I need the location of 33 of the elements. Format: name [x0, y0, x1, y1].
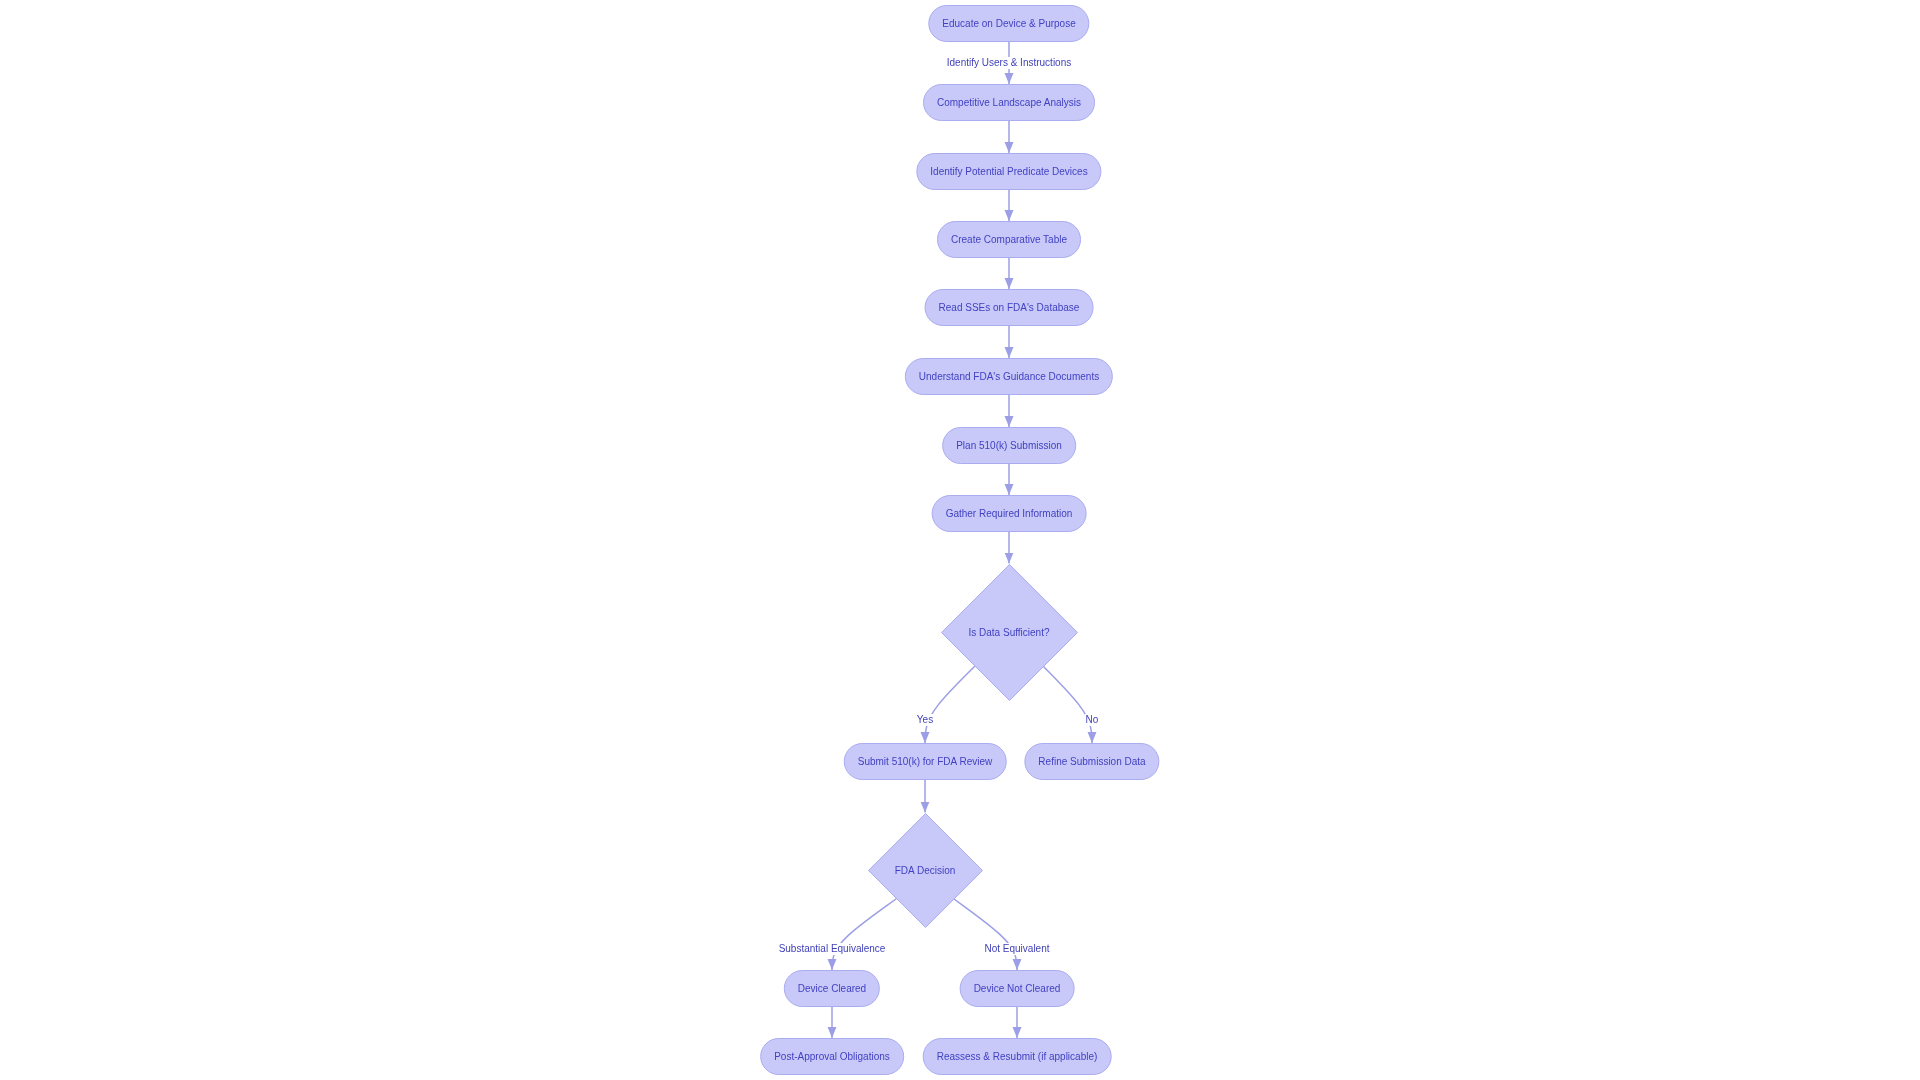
process-box: Read SSEs on FDA's Database	[924, 289, 1094, 326]
edge-label: Not Equivalent	[983, 942, 1051, 955]
process-box: Create Comparative Table	[937, 221, 1081, 258]
process-box: Gather Required Information	[931, 495, 1087, 532]
process-box: Post-Approval Obligations	[760, 1038, 904, 1075]
process-box: Plan 510(k) Submission	[942, 427, 1076, 464]
arrow	[1004, 463, 1014, 496]
process-box: Refine Submission Data	[1024, 743, 1160, 780]
edge-label: No	[1084, 713, 1100, 726]
decision-diamond: Is Data Sufficient?	[940, 563, 1078, 701]
process-box: Understand FDA's Guidance Documents	[904, 358, 1114, 395]
arrow	[920, 665, 976, 744]
edge-label: Substantial Equivalence	[777, 942, 887, 955]
process-box: Reassess & Resubmit (if applicable)	[922, 1038, 1112, 1075]
process-box: Device Not Cleared	[959, 970, 1075, 1007]
arrow	[920, 779, 930, 814]
process-box: Device Cleared	[783, 970, 881, 1007]
edge-label: Identify Users & Instructions	[945, 57, 1073, 69]
decision-diamond: FDA Decision	[867, 812, 983, 928]
arrow	[1042, 665, 1097, 744]
process-box: Identify Potential Predicate Devices	[916, 153, 1102, 190]
arrow	[1004, 120, 1014, 154]
arrow	[827, 1006, 837, 1039]
edge-label: Yes	[915, 713, 935, 726]
arrow	[1012, 1006, 1022, 1039]
arrow	[1004, 325, 1014, 359]
process-box: Competitive Landscape Analysis	[923, 84, 1095, 121]
arrow	[1004, 257, 1014, 290]
process-box: Educate on Device & Purpose	[928, 5, 1090, 42]
arrow	[1004, 531, 1014, 565]
process-box: Submit 510(k) for FDA Review	[843, 743, 1007, 780]
arrow	[1004, 189, 1014, 222]
arrow	[1004, 394, 1014, 428]
